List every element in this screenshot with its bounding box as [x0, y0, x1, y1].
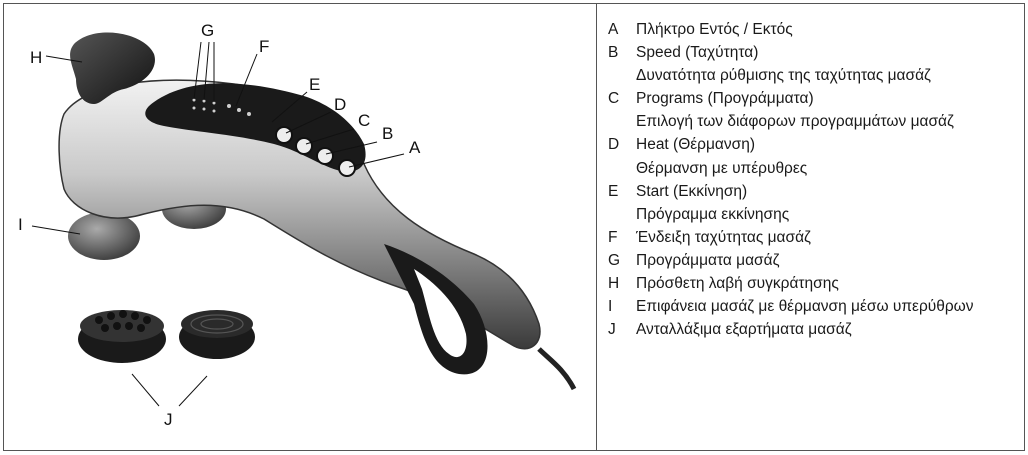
- callout-f: F: [259, 38, 269, 55]
- column-divider: [596, 4, 597, 450]
- legend-row: F Ένδειξη ταχύτητας μασάζ: [608, 226, 1026, 249]
- legend-row: Επιλογή των διάφορων προγραμμάτων μασάζ: [608, 110, 998, 133]
- callout-g: G: [201, 22, 214, 39]
- legend-text: Speed (Ταχύτητα): [636, 41, 1026, 64]
- legend-key: I: [608, 295, 612, 318]
- callout-j: J: [164, 411, 173, 428]
- legend-row: H Πρόσθετη λαβή συγκράτησης: [608, 272, 1026, 295]
- legend-row: E Start (Εκκίνηση): [608, 180, 1026, 203]
- callout-h: H: [30, 49, 42, 66]
- legend-text: Ανταλλάξιμα εξαρτήματα μασάζ: [636, 318, 1026, 341]
- legend-text: Ένδειξη ταχύτητας μασάζ: [636, 226, 1026, 249]
- legend-row: B Speed (Ταχύτητα): [608, 41, 1026, 64]
- legend-key: F: [608, 226, 617, 249]
- legend-text: Start (Εκκίνηση): [636, 180, 1026, 203]
- massager-drawing: [4, 4, 596, 450]
- legend-row: D Heat (Θέρμανση): [608, 133, 1026, 156]
- callout-b: B: [382, 125, 393, 142]
- legend-key: E: [608, 180, 618, 203]
- callout-c: C: [358, 112, 370, 129]
- legend-row: Πρόγραμμα εκκίνησης: [608, 203, 1026, 226]
- legend-text: Επιλογή των διάφορων προγραμμάτων μασάζ: [636, 110, 998, 133]
- legend-key: J: [608, 318, 616, 341]
- legend-text: Δυνατότητα ρύθμισης της ταχύτητας μασάζ: [636, 64, 1026, 87]
- legend-row: A Πλήκτρο Εντός / Εκτός: [608, 18, 1026, 41]
- legend-text: Heat (Θέρμανση): [636, 133, 1026, 156]
- legend-text: Επιφάνεια μασάζ με θέρμανση μέσω υπερύθρ…: [636, 295, 988, 318]
- spiked-attachment: [78, 310, 166, 363]
- legend-text: Programs (Προγράμματα): [636, 87, 1026, 110]
- legend-row: Θέρμανση με υπέρυθρες: [608, 157, 1026, 180]
- legend-row: J Ανταλλάξιμα εξαρτήματα μασάζ: [608, 318, 1026, 341]
- legend-row: G Προγράμματα μασάζ: [608, 249, 1026, 272]
- legend-text: Πρόσθετη λαβή συγκράτησης: [636, 272, 1026, 295]
- legend-key: H: [608, 272, 619, 295]
- legend-text: Θέρμανση με υπέρυθρες: [636, 157, 1026, 180]
- legend-text: Πλήκτρο Εντός / Εκτός: [636, 18, 1026, 41]
- callout-i: I: [18, 216, 23, 233]
- flat-attachment: [179, 310, 255, 359]
- parts-legend: A Πλήκτρο Εντός / Εκτός B Speed (Ταχύτητα)…: [608, 18, 1026, 341]
- callout-e: E: [309, 76, 320, 93]
- legend-row: Δυνατότητα ρύθμισης της ταχύτητας μασάζ: [608, 64, 1026, 87]
- callout-d: D: [334, 96, 346, 113]
- legend-key: B: [608, 41, 618, 64]
- legend-row: I Επιφάνεια μασάζ με θέρμανση μέσω υπερύθ…: [608, 295, 988, 318]
- figure-frame: H G F E D C B A I J A Πλήκτρο Εντός / Εκτ…: [3, 3, 1025, 451]
- legend-key: C: [608, 87, 619, 110]
- legend-text: Προγράμματα μασάζ: [636, 249, 1026, 272]
- legend-key: G: [608, 249, 620, 272]
- legend-key: A: [608, 18, 618, 41]
- massager-illustration: H G F E D C B A I J: [4, 4, 596, 450]
- callout-a: A: [409, 139, 420, 156]
- legend-key: D: [608, 133, 619, 156]
- massage-head-left: [68, 212, 140, 260]
- legend-row: C Programs (Προγράμματα): [608, 87, 1026, 110]
- legend-text: Πρόγραμμα εκκίνησης: [636, 203, 1026, 226]
